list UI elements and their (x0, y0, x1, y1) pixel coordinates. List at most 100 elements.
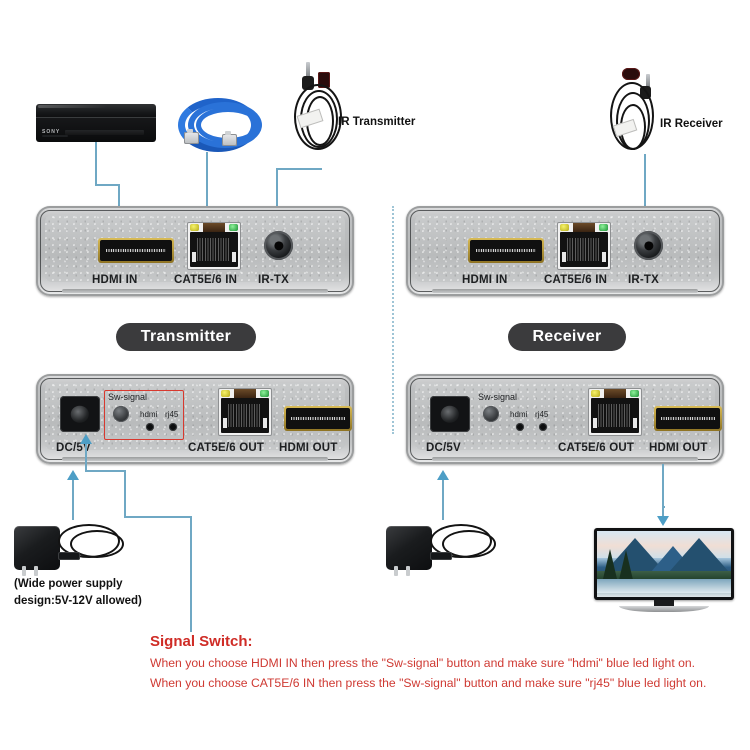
tv-image-lake (597, 578, 731, 594)
rj45-contacts (591, 398, 639, 433)
button-sw-signal-tx[interactable] (113, 406, 129, 422)
rj45-led-yellow (221, 390, 230, 397)
rj45-clip-right (632, 417, 637, 428)
tv-image-tree-1 (603, 548, 617, 579)
label-sw-signal-rx: Sw-signal (478, 392, 518, 402)
port-ir-tx-tx[interactable] (264, 231, 293, 260)
rj45-led-green (630, 390, 639, 397)
arrow-dc-5v-rx (437, 470, 449, 480)
rj45-clip-left (223, 417, 228, 428)
label-hdmi-out-rx: HDMI OUT (649, 442, 708, 454)
ethernet-cable-coil (176, 96, 262, 152)
ir-tx-loop-1 (294, 84, 342, 150)
port-dc-5v-tx[interactable] (60, 396, 100, 432)
signal-switch-line-1: When you choose HDMI IN then press the "… (150, 656, 696, 670)
label-hdmi-out-tx: HDMI OUT (279, 442, 338, 454)
arrow-sw-signal-tx (80, 434, 92, 444)
signal-switch-line-2: When you choose CAT5E/6 IN then press th… (150, 676, 707, 690)
tv-stand-neck (654, 600, 674, 607)
line-sw-signal-down-b (124, 470, 126, 516)
port-cat5e-out-tx[interactable] (218, 388, 272, 436)
line-sw-signal-down-a (85, 444, 87, 470)
rj45-clip-right (601, 251, 606, 262)
tv-image-field (597, 570, 731, 581)
line-eth-down (206, 152, 208, 214)
ir-receiver-label: IR Receiver (660, 118, 723, 130)
rj45-led-yellow (591, 390, 600, 397)
psu-prong-right (406, 566, 410, 576)
led-hdmi-rx (516, 423, 524, 431)
port-hdmi-out-rx[interactable] (654, 406, 722, 431)
rj45-contacts (560, 232, 608, 267)
rj45-led-green (599, 224, 608, 231)
ir-transmitter-label: IR Transmitter (338, 116, 416, 128)
rj45-led-green (260, 390, 269, 397)
line-dvd-down (95, 142, 97, 184)
line-sw-signal-across-b (124, 516, 192, 518)
psu-brick (14, 526, 60, 570)
port-hdmi-in-tx[interactable] (98, 238, 174, 263)
dvd-top-panel (36, 104, 156, 118)
psu-dc-tip (430, 552, 452, 560)
rj45-clip-left (192, 251, 197, 262)
psu-dc-tip (58, 552, 80, 560)
button-sw-signal-rx[interactable] (483, 406, 499, 422)
port-cat5e-in-rx[interactable] (557, 222, 611, 270)
line-irtx-across (276, 168, 322, 170)
port-cat5e-out-rx[interactable] (588, 388, 642, 436)
rj45-tab (603, 389, 627, 398)
rj45-contacts (221, 398, 269, 433)
transmitter-back-foot (62, 457, 328, 461)
line-psu-tx-up (72, 480, 74, 520)
label-ir-tx-tx: IR-TX (258, 274, 290, 286)
ir-transmitter-cable (288, 62, 350, 152)
dvd-display (42, 134, 69, 138)
power-adapter-transmitter (14, 516, 138, 576)
rj45-tab (233, 389, 257, 398)
led-hdmi-tx (146, 423, 154, 431)
port-hdmi-out-tx[interactable] (284, 406, 352, 431)
port-dc-5v-rx[interactable] (430, 396, 470, 432)
psu-prong-left (22, 566, 26, 576)
tv-image-tree-2 (619, 550, 633, 581)
line-dvd-to-hdmi (118, 184, 120, 214)
line-irtx-down (276, 168, 278, 214)
dvd-highlight (38, 105, 154, 109)
line-irrx-down (644, 154, 646, 214)
label-cat5e-in-tx: CAT5E/6 IN (174, 274, 238, 286)
label-sw-signal-tx: Sw-signal (108, 392, 148, 402)
receiver-front-foot (432, 289, 698, 293)
label-led-rj45-tx: rj45 (165, 410, 179, 419)
port-ir-tx-rx[interactable] (634, 231, 663, 260)
label-led-hdmi-rx: hdmi (510, 410, 528, 419)
tv-image-mountain-right (669, 538, 729, 573)
line-dvd-across (95, 184, 120, 186)
rj45-plug-left (184, 129, 199, 144)
signal-switch-title: Signal Switch: (150, 633, 253, 650)
psu-cable-loop-2 (70, 530, 124, 558)
port-hdmi-in-rx[interactable] (468, 238, 544, 263)
rj45-led-yellow (560, 224, 569, 231)
tv-stand-base (619, 606, 709, 613)
label-cat5e-out-tx: CAT5E/6 OUT (188, 442, 265, 454)
receiver-back-foot (432, 457, 698, 461)
ir-rx-plug-tip (646, 74, 650, 88)
display-television (594, 528, 734, 614)
sw-signal-highlight-box (104, 390, 184, 440)
psu-brick (386, 526, 432, 570)
led-rj45-rx (539, 423, 547, 431)
section-divider (392, 206, 394, 434)
label-dc-5v-tx: DC/5V (56, 442, 91, 454)
psu-cable-loop-2 (442, 530, 496, 558)
label-ir-tx-rx: IR-TX (628, 274, 660, 286)
rj45-contacts (190, 232, 238, 267)
port-cat5e-in-tx[interactable] (187, 222, 241, 270)
line-sw-signal-to-note (190, 516, 192, 632)
line-hdmi-out-to-tv-c (662, 506, 664, 518)
tv-bezel (594, 528, 734, 601)
ir-rx-sensor-head (622, 68, 640, 80)
rj45-clip-left (593, 417, 598, 428)
dvd-disc-tray (64, 129, 144, 135)
tv-screen (597, 531, 731, 598)
